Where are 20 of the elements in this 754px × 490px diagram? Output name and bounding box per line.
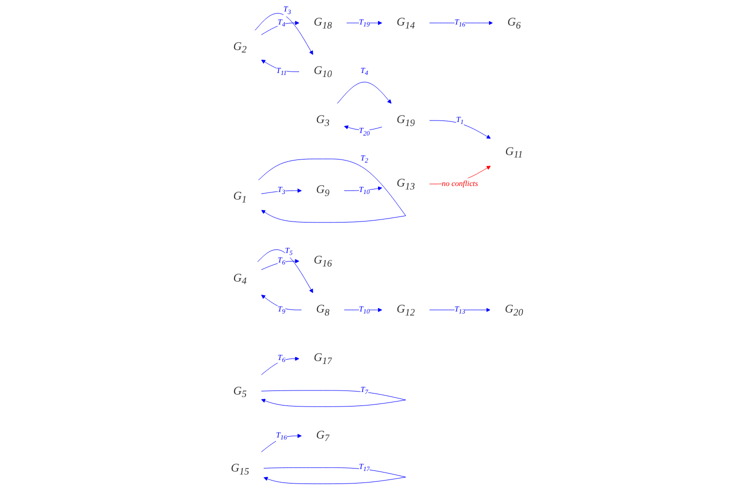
node-text: G$_{13}$ bbox=[396, 176, 415, 192]
node-text: G$_{7}$ bbox=[316, 428, 330, 444]
node-text: G$_{10}$ bbox=[314, 64, 332, 80]
node-text: G$_{3}$ bbox=[316, 113, 330, 128]
node-text: G$_{2}$ bbox=[233, 40, 247, 56]
node-text: G$_{6}$ bbox=[507, 16, 521, 31]
node-text: G$_{16}$ bbox=[314, 254, 332, 269]
node-text: G$_{17}$ bbox=[314, 351, 332, 366]
node-text: G$_{20}$ bbox=[504, 302, 524, 318]
node-text: G$_{8}$ bbox=[316, 302, 330, 318]
node-text: G$_{4}$ bbox=[233, 272, 247, 287]
node-text: G$_{12}$ bbox=[396, 302, 415, 318]
node-text: G$_{14}$ bbox=[396, 16, 415, 31]
node-text: G$_{15}$ bbox=[230, 462, 250, 477]
node-text: G$_{19}$ bbox=[396, 113, 415, 128]
node-text: G$_{9}$ bbox=[316, 183, 330, 198]
node-text: G$_{18}$ bbox=[314, 16, 332, 31]
node-text: G$_{11}$ bbox=[505, 144, 523, 160]
node-text: G$_{1}$ bbox=[233, 190, 247, 205]
node-text: G$_{5}$ bbox=[233, 384, 247, 400]
